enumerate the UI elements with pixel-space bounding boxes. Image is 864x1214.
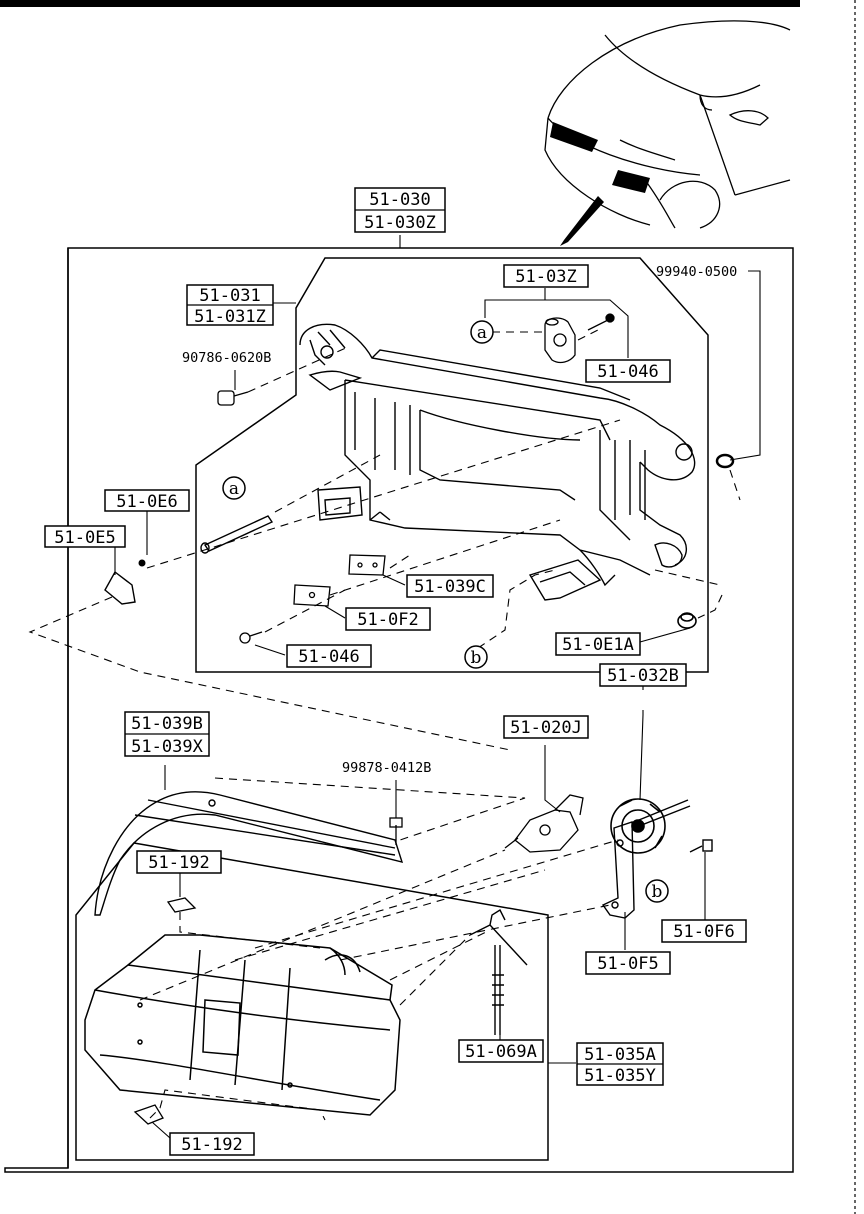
label-harness: 51-069A — [458, 1039, 544, 1063]
clip-51-192-top — [166, 897, 197, 913]
dashed-projection-lines — [28, 329, 741, 1121]
label-screw-top: 51-046 — [585, 359, 671, 383]
label-grommet: 51-0E1A — [555, 632, 641, 656]
label-clip-192-bottom: 51-192 — [169, 1132, 255, 1156]
screw-51-0f6 — [689, 839, 713, 853]
part-number: 51-069A — [465, 1042, 537, 1062]
part-number: 51-039B — [131, 714, 203, 734]
label-screw-0f6: 51-0F6 — [661, 919, 747, 943]
callout-letter: b — [652, 882, 663, 902]
screw-51-046-top — [587, 313, 615, 331]
part-number: 51-0F6 — [673, 922, 734, 942]
callout-letter: a — [477, 323, 487, 343]
part-number: 51-03Z — [515, 267, 576, 287]
part-number: 51-031Z — [194, 307, 266, 327]
label-headlamp-assy: 51-030 51-030Z — [354, 187, 446, 233]
label-socket: 51-032B — [599, 663, 687, 687]
bulb-socket — [610, 798, 666, 854]
callout-letter: b — [471, 648, 482, 668]
top-border-bar — [0, 0, 800, 7]
label-bracket-0e5: 51-0E5 — [44, 525, 126, 548]
label-plate-039c: 51-039C — [406, 574, 494, 598]
part-number: 99878-0412B — [342, 760, 431, 776]
bracket-51-0e5 — [104, 570, 136, 605]
label-screw-bottom: 51-046 — [286, 644, 372, 668]
headlamp-lens — [84, 934, 401, 1116]
label-clip-192-top: 51-192 — [136, 850, 222, 874]
plate-51-039c — [348, 554, 386, 576]
part-number: 51-030 — [369, 190, 430, 210]
part-number: 51-192 — [148, 853, 209, 873]
callout-letter: a — [229, 479, 239, 499]
leader-lines — [98, 235, 761, 1139]
headlamp-location-mark-right — [612, 170, 650, 193]
label-adjuster: 51-03Z — [503, 264, 589, 288]
label-bolt: 90786-0620B — [182, 350, 271, 366]
headlamp-location-mark-left — [550, 122, 598, 152]
part-number: 51-039X — [131, 737, 203, 757]
lens-group-frame — [75, 842, 549, 1161]
clip-51-192-bottom — [133, 1104, 164, 1125]
headlamp-housing — [299, 323, 696, 601]
nut-part — [715, 453, 735, 469]
part-number: 51-0F5 — [597, 954, 658, 974]
screw-99878-0412b — [389, 817, 403, 845]
label-plate-0f2: 51-0F2 — [345, 607, 431, 631]
part-number: 51-031 — [199, 286, 260, 306]
mounting-bracket-51-0f5 — [601, 799, 691, 919]
part-number: 51-0F2 — [357, 610, 418, 630]
part-number: 51-020J — [510, 718, 582, 738]
screw-51-046-bottom — [239, 631, 263, 644]
part-number: 51-030Z — [364, 213, 436, 233]
part-number: 51-035Y — [584, 1066, 656, 1086]
callout-a-left: a — [222, 476, 246, 500]
label-bulb: 51-020J — [503, 715, 589, 739]
clip-51-0e6 — [138, 559, 146, 567]
callout-b-bottom: b — [464, 645, 488, 669]
car-location-illustration — [544, 20, 791, 229]
plate-51-0f2 — [293, 584, 331, 607]
part-number: 51-032B — [607, 666, 679, 686]
label-nut: 99940-0500 — [656, 264, 737, 280]
part-number: 90786-0620B — [182, 350, 271, 366]
bolt-part — [217, 390, 249, 406]
part-number: 99940-0500 — [656, 264, 737, 280]
part-number: 51-192 — [181, 1135, 242, 1155]
part-number: 51-0E5 — [54, 528, 115, 548]
wiring-harness — [469, 908, 528, 1035]
label-bracket-0f5: 51-0F5 — [585, 951, 671, 975]
callout-a-top: a — [470, 320, 494, 344]
label-screw-trim: 99878-0412B — [342, 760, 431, 776]
part-number: 51-039C — [414, 577, 486, 597]
adjuster-part — [544, 317, 576, 364]
label-housing: 51-031 51-031Z — [186, 284, 274, 327]
part-number: 51-046 — [298, 647, 359, 667]
part-number: 51-0E6 — [116, 492, 177, 512]
headlamp-bulb — [504, 794, 584, 853]
housing-group-frame — [195, 257, 709, 673]
part-number: 51-046 — [597, 362, 658, 382]
label-trim: 51-039B 51-039X — [124, 711, 210, 757]
grommet-51-0e1a — [677, 612, 697, 629]
label-lens-assy: 51-035A 51-035Y — [576, 1042, 664, 1086]
headlamp-trim — [94, 791, 404, 916]
callout-b-right: b — [645, 879, 669, 903]
adjusting-pin — [200, 515, 274, 554]
location-pointer-arrow — [560, 196, 604, 246]
part-number: 51-0E1A — [562, 635, 634, 655]
part-number: 51-035A — [584, 1045, 656, 1065]
label-clip-0e6: 51-0E6 — [104, 489, 190, 512]
